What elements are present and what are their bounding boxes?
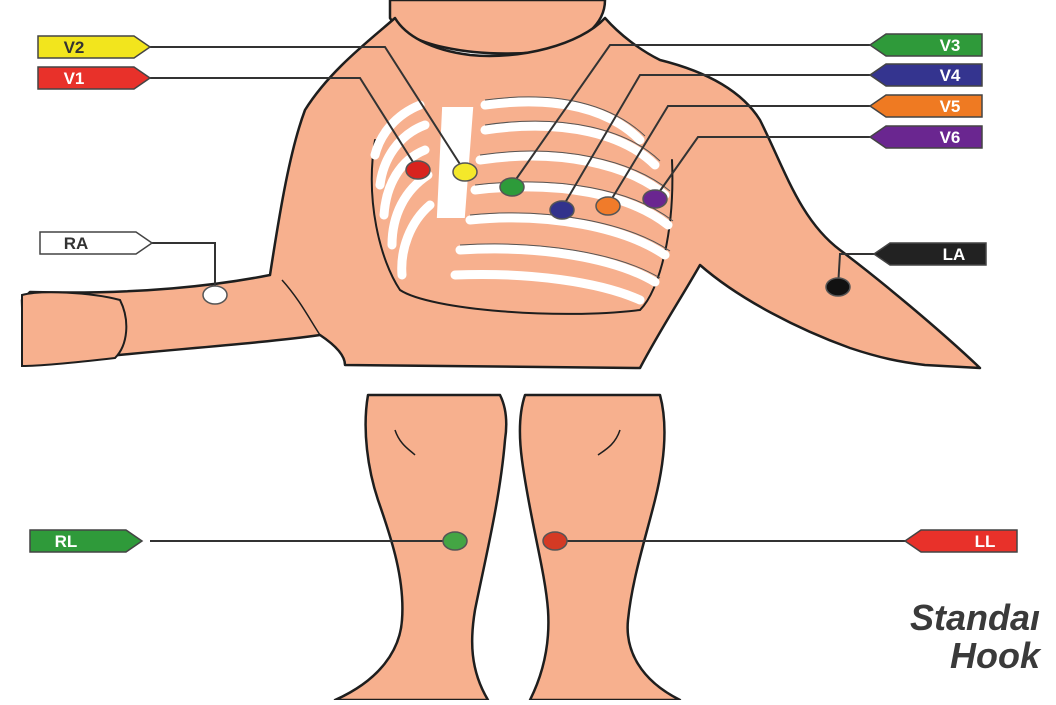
- legs: [335, 395, 680, 700]
- right-hand: [22, 292, 126, 366]
- lead-rl-label: RL: [55, 532, 78, 551]
- lead-v6-electrode: [643, 190, 667, 208]
- lead-v5-tag: [870, 95, 982, 117]
- lead-v5-label: V5: [940, 97, 961, 116]
- lead-v4-label: V4: [940, 66, 961, 85]
- lead-ra-label: RA: [64, 234, 89, 253]
- lead-v3-electrode: [500, 178, 524, 196]
- lead-v4-electrode: [550, 201, 574, 219]
- lead-v2-electrode: [453, 163, 477, 181]
- lead-v5-electrode: [596, 197, 620, 215]
- lead-ll-label: LL: [975, 532, 996, 551]
- lead-v1-tag: [38, 67, 150, 89]
- lead-v2-label: V2: [64, 38, 85, 57]
- right-leg: [335, 395, 506, 700]
- lead-la-tag: [874, 243, 986, 265]
- lead-ll-tag: [905, 530, 1017, 552]
- lead-rl-electrode: [443, 532, 467, 550]
- lead-v6-label: V6: [940, 128, 961, 147]
- lead-v6-tag: [870, 126, 982, 148]
- lead-v3-label: V3: [940, 36, 961, 55]
- lead-v1-electrode: [406, 161, 430, 179]
- caption-line-2: Hook: [950, 635, 1042, 676]
- lead-v3-tag: [870, 34, 982, 56]
- lead-la-electrode: [826, 278, 850, 296]
- lead-la-label: LA: [943, 245, 966, 264]
- lead-v1-label: V1: [64, 69, 85, 88]
- lead-ll-electrode: [543, 532, 567, 550]
- lead-v4-tag: [870, 64, 982, 86]
- lead-ra-tag: [40, 232, 152, 254]
- caption-line-1: Standaı: [910, 597, 1040, 638]
- lead-rl-tag: [30, 530, 142, 552]
- lead-v2-tag: [38, 36, 150, 58]
- left-leg: [520, 395, 680, 700]
- lead-ra-electrode: [203, 286, 227, 304]
